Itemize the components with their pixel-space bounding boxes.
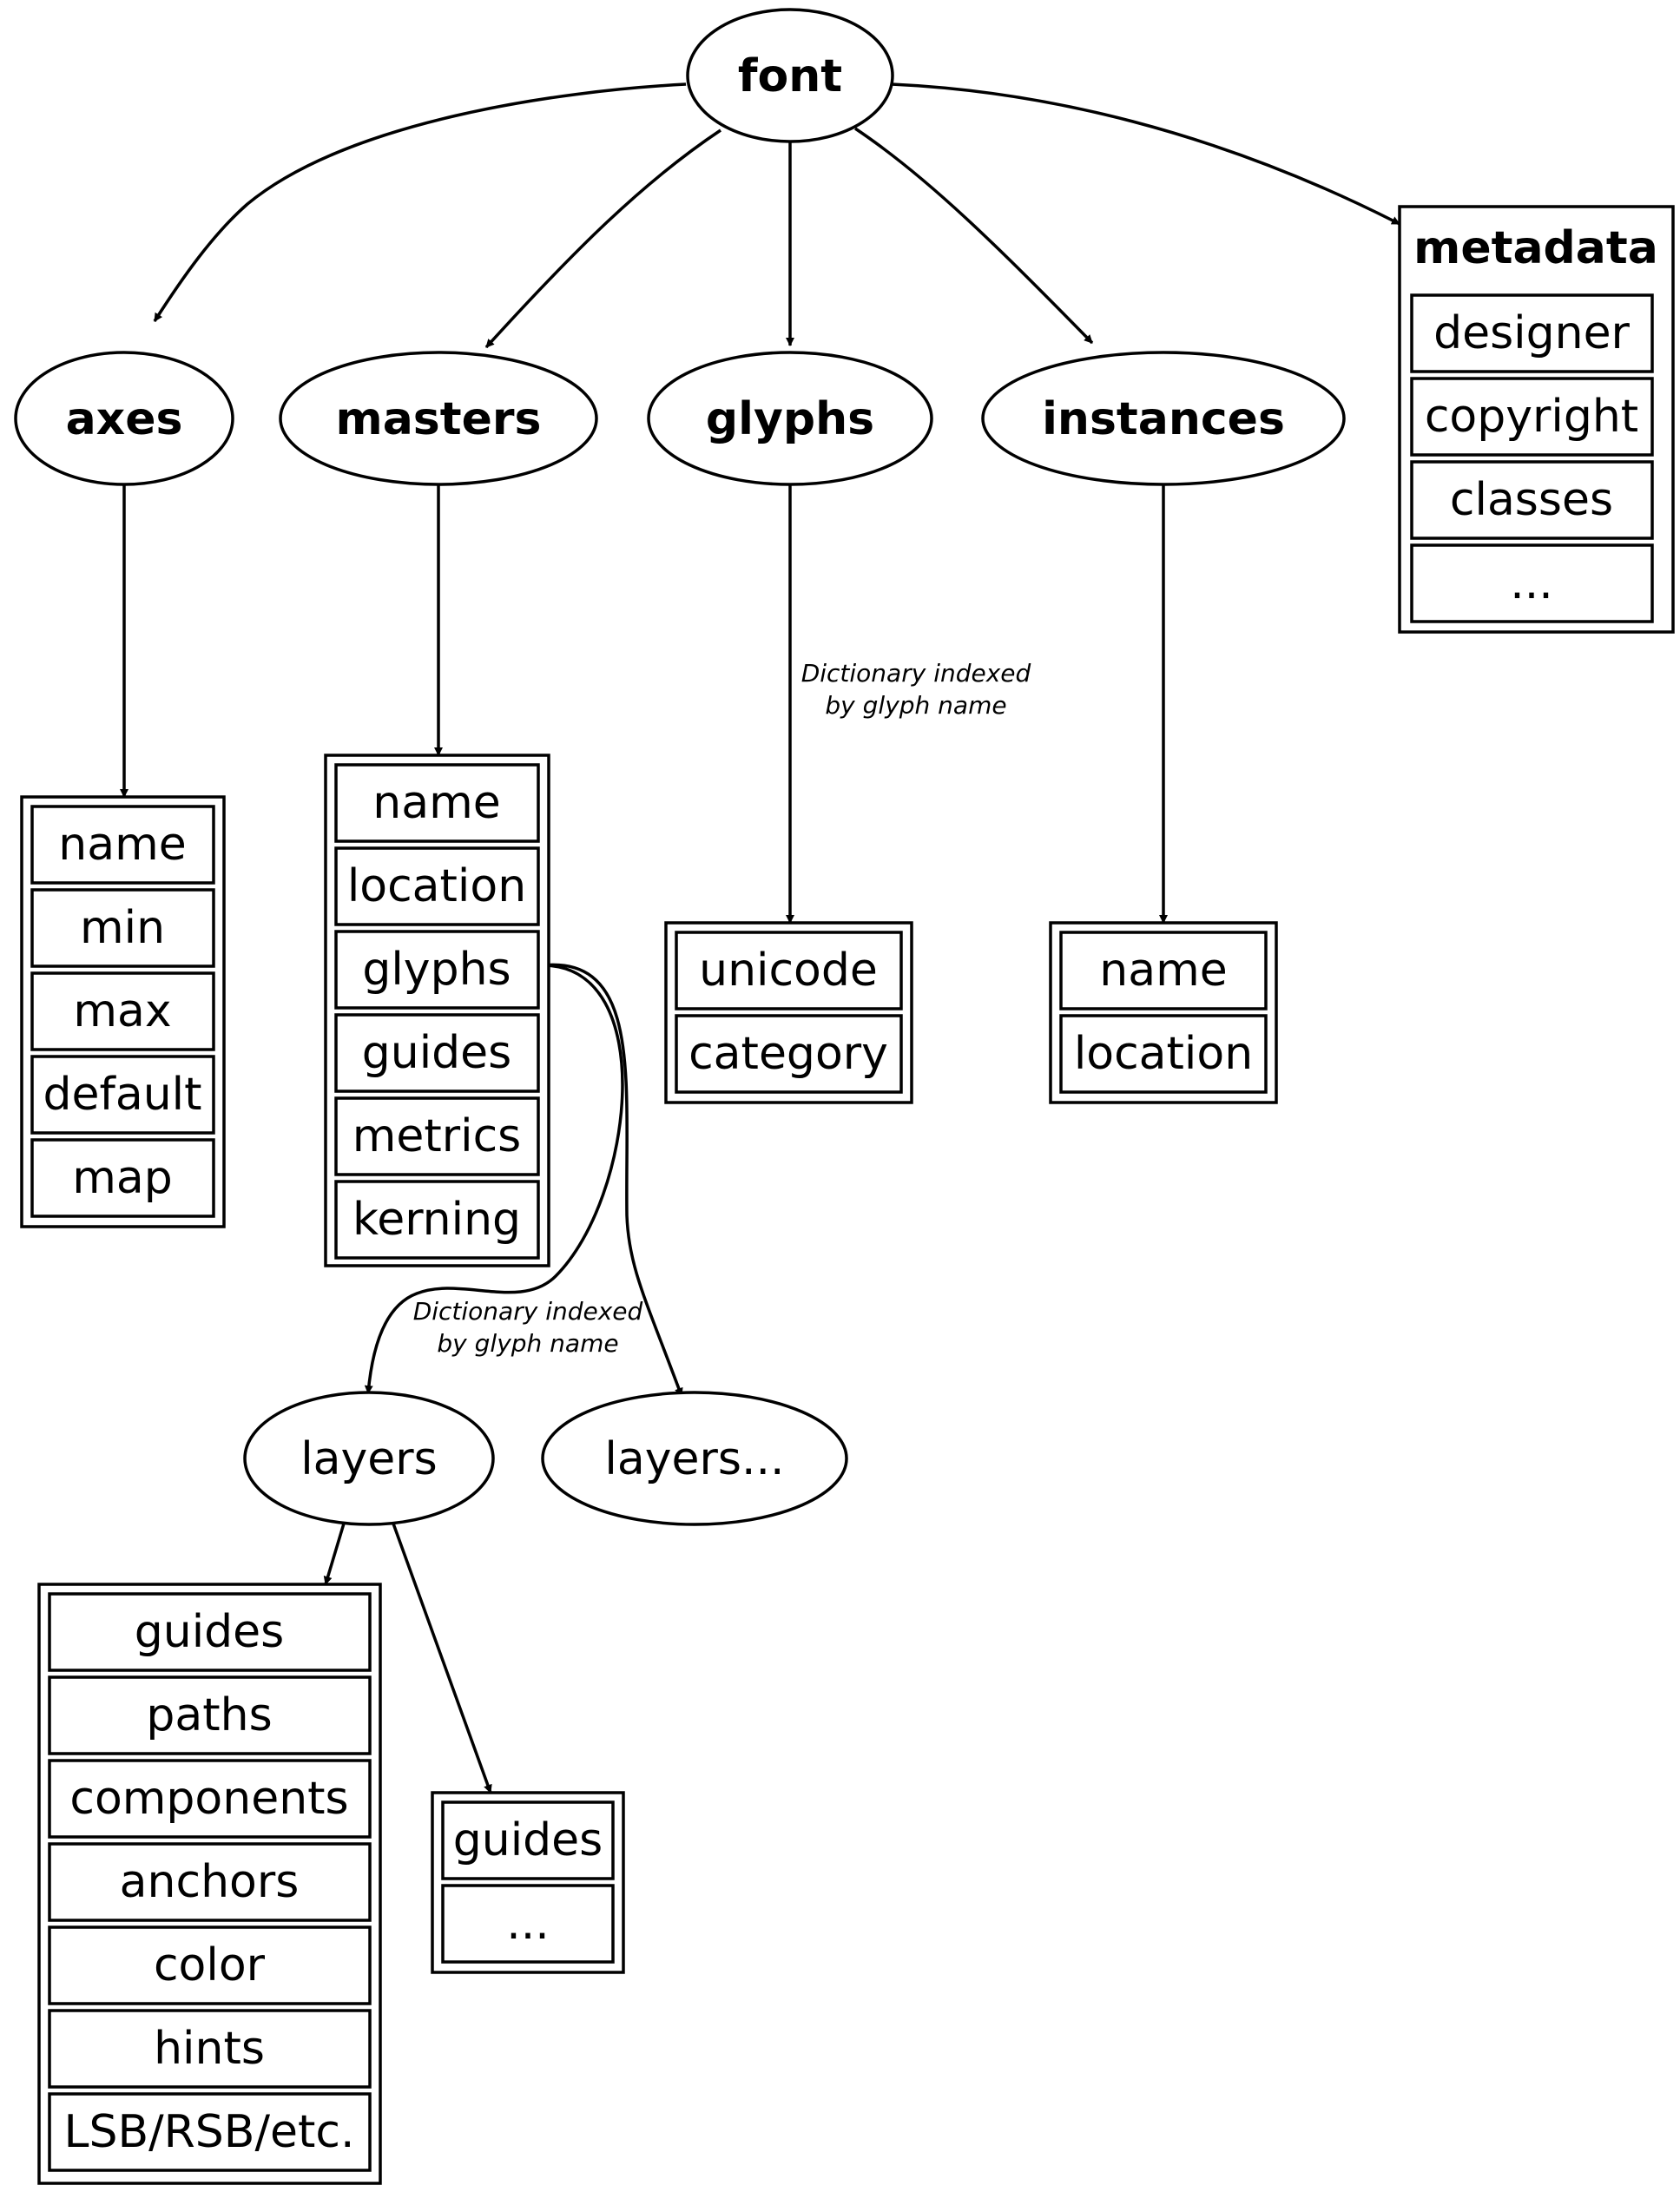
record-layers-field: LSB/RSB/etc. <box>63 2106 354 2158</box>
record-metadata-field: copyright <box>1425 391 1638 443</box>
record-metadata-header: metadata <box>1413 222 1658 274</box>
node-font: font <box>686 8 894 143</box>
record-instances-field: location <box>1074 1028 1253 1080</box>
record-masters-field: glyphs <box>362 944 511 996</box>
record-axes-field: max <box>73 985 171 1037</box>
edge-font-axes <box>153 82 687 322</box>
edge-masters-glyphs-layers-more <box>542 963 683 1397</box>
record-instances: name location <box>1049 921 1278 1104</box>
node-layers-more-label: layers... <box>604 1433 784 1485</box>
record-masters-field: name <box>372 777 500 829</box>
edge-font-masters <box>484 128 721 349</box>
record-layers-more: guides ... <box>431 1791 625 1974</box>
record-masters: name location glyphs guides metrics kern… <box>324 754 550 1267</box>
record-metadata-field: designer <box>1433 307 1630 359</box>
record-layers-more-field: guides <box>453 1814 603 1866</box>
edge-label-glyphs-line1: Dictionary indexed <box>801 659 1031 688</box>
node-layers: layers <box>243 1391 495 1526</box>
edges <box>120 82 1400 1794</box>
record-metadata: metadata designer copyright classes ... <box>1398 205 1675 634</box>
record-glyphs-field: category <box>688 1028 888 1080</box>
record-glyphs: unicode category <box>664 921 913 1104</box>
record-masters-field: guides <box>362 1027 512 1079</box>
record-layers-field: components <box>69 1773 348 1825</box>
node-layers-label: layers <box>300 1433 438 1485</box>
node-instances: instances <box>981 351 1346 486</box>
edge-layers-record-2 <box>392 1523 492 1794</box>
record-layers-field: hints <box>154 2023 265 2075</box>
record-masters-field: kerning <box>352 1194 521 1246</box>
node-masters: masters <box>279 351 598 486</box>
record-axes-field: name <box>58 819 186 871</box>
edge-font-metadata <box>891 82 1400 226</box>
record-glyphs-field: unicode <box>699 945 878 997</box>
edge-label-glyphs-line2: by glyph name <box>825 691 1006 720</box>
node-masters-label: masters <box>336 393 542 445</box>
node-glyphs: glyphs <box>647 351 933 486</box>
record-masters-field: metrics <box>352 1110 522 1162</box>
record-layers-field: anchors <box>120 1856 300 1908</box>
edge-label-masters-glyphs-line1: Dictionary indexed <box>413 1297 643 1326</box>
record-axes-field: min <box>80 902 165 954</box>
record-layers-more-field: ... <box>506 1898 550 1950</box>
node-layers-more: layers... <box>541 1391 848 1526</box>
record-layers: guides paths components anchors color hi… <box>37 1583 382 2185</box>
record-layers-field: color <box>154 1939 266 1991</box>
record-layers-field: guides <box>135 1606 285 1658</box>
record-axes-field: map <box>72 1152 173 1204</box>
record-metadata-field: classes <box>1450 474 1613 526</box>
edge-label-masters-glyphs-line2: by glyph name <box>437 1329 618 1358</box>
record-masters-field: location <box>347 860 526 912</box>
node-glyphs-label: glyphs <box>706 393 874 445</box>
record-instances-field: name <box>1099 945 1227 997</box>
record-axes: name min max default map <box>20 795 226 1228</box>
edge-font-instances <box>854 127 1094 345</box>
node-font-label: font <box>738 50 842 102</box>
record-metadata-field: ... <box>1510 557 1553 609</box>
edge-masters-glyphs-layers <box>364 964 624 1394</box>
node-instances-label: instances <box>1042 393 1285 445</box>
node-axes-label: axes <box>66 393 183 445</box>
node-axes: axes <box>14 351 234 486</box>
edge-layers-record <box>323 1523 346 1585</box>
record-axes-field: default <box>43 1069 202 1121</box>
record-layers-field: paths <box>146 1689 272 1741</box>
